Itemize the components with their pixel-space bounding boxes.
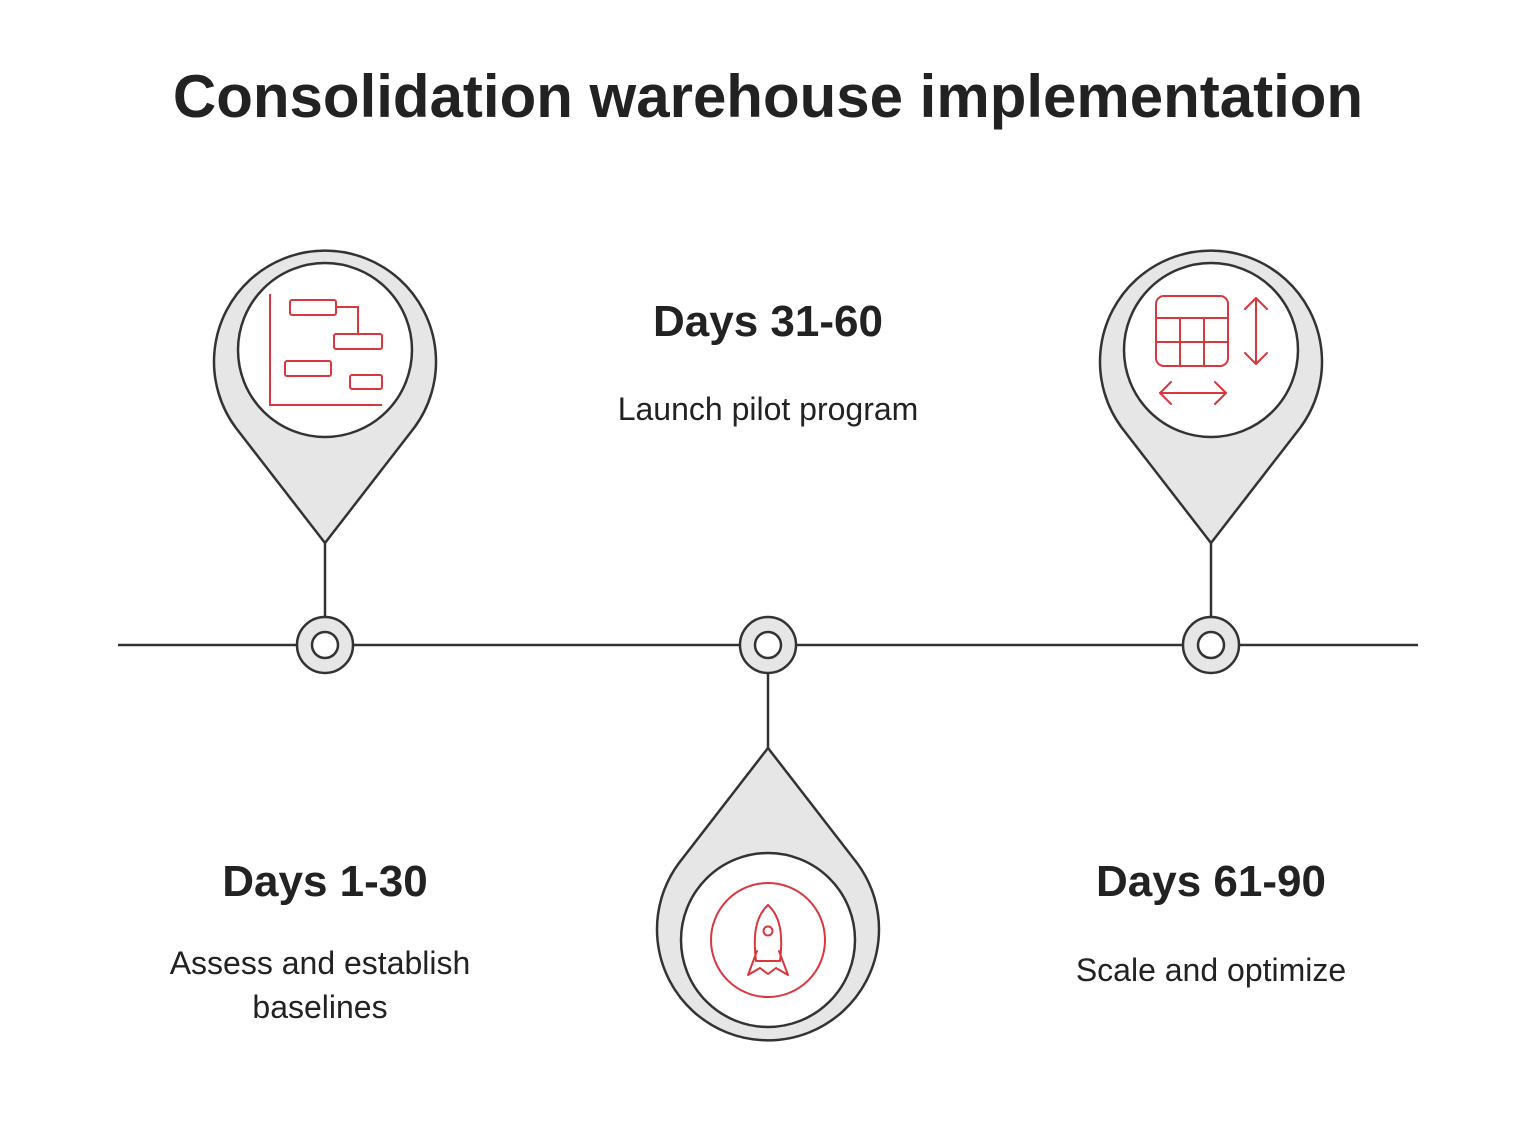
pin-phase-2 — [655, 746, 881, 1042]
milestone-node-2 — [738, 615, 798, 675]
pin-phase-1 — [212, 249, 438, 545]
diagram-title: Consolidation warehouse implementation — [172, 63, 1364, 130]
phase-1-description: Assess and establish baselines — [169, 945, 471, 1025]
phase-1-title: Days 1-30 — [222, 857, 428, 906]
phase-3-title: Days 61-90 — [1096, 857, 1326, 906]
gantt-chart-icon — [269, 294, 383, 406]
milestone-node-3 — [1181, 615, 1241, 675]
milestone-node-1 — [295, 615, 355, 675]
resize-table-icon — [1155, 295, 1268, 405]
pin-phase-3 — [1098, 249, 1324, 545]
phase-2-description: Launch pilot program — [617, 391, 919, 427]
phase-2-title: Days 31-60 — [653, 297, 883, 346]
rocket-icon — [710, 882, 826, 998]
phase-3-description: Scale and optimize — [1075, 952, 1347, 988]
